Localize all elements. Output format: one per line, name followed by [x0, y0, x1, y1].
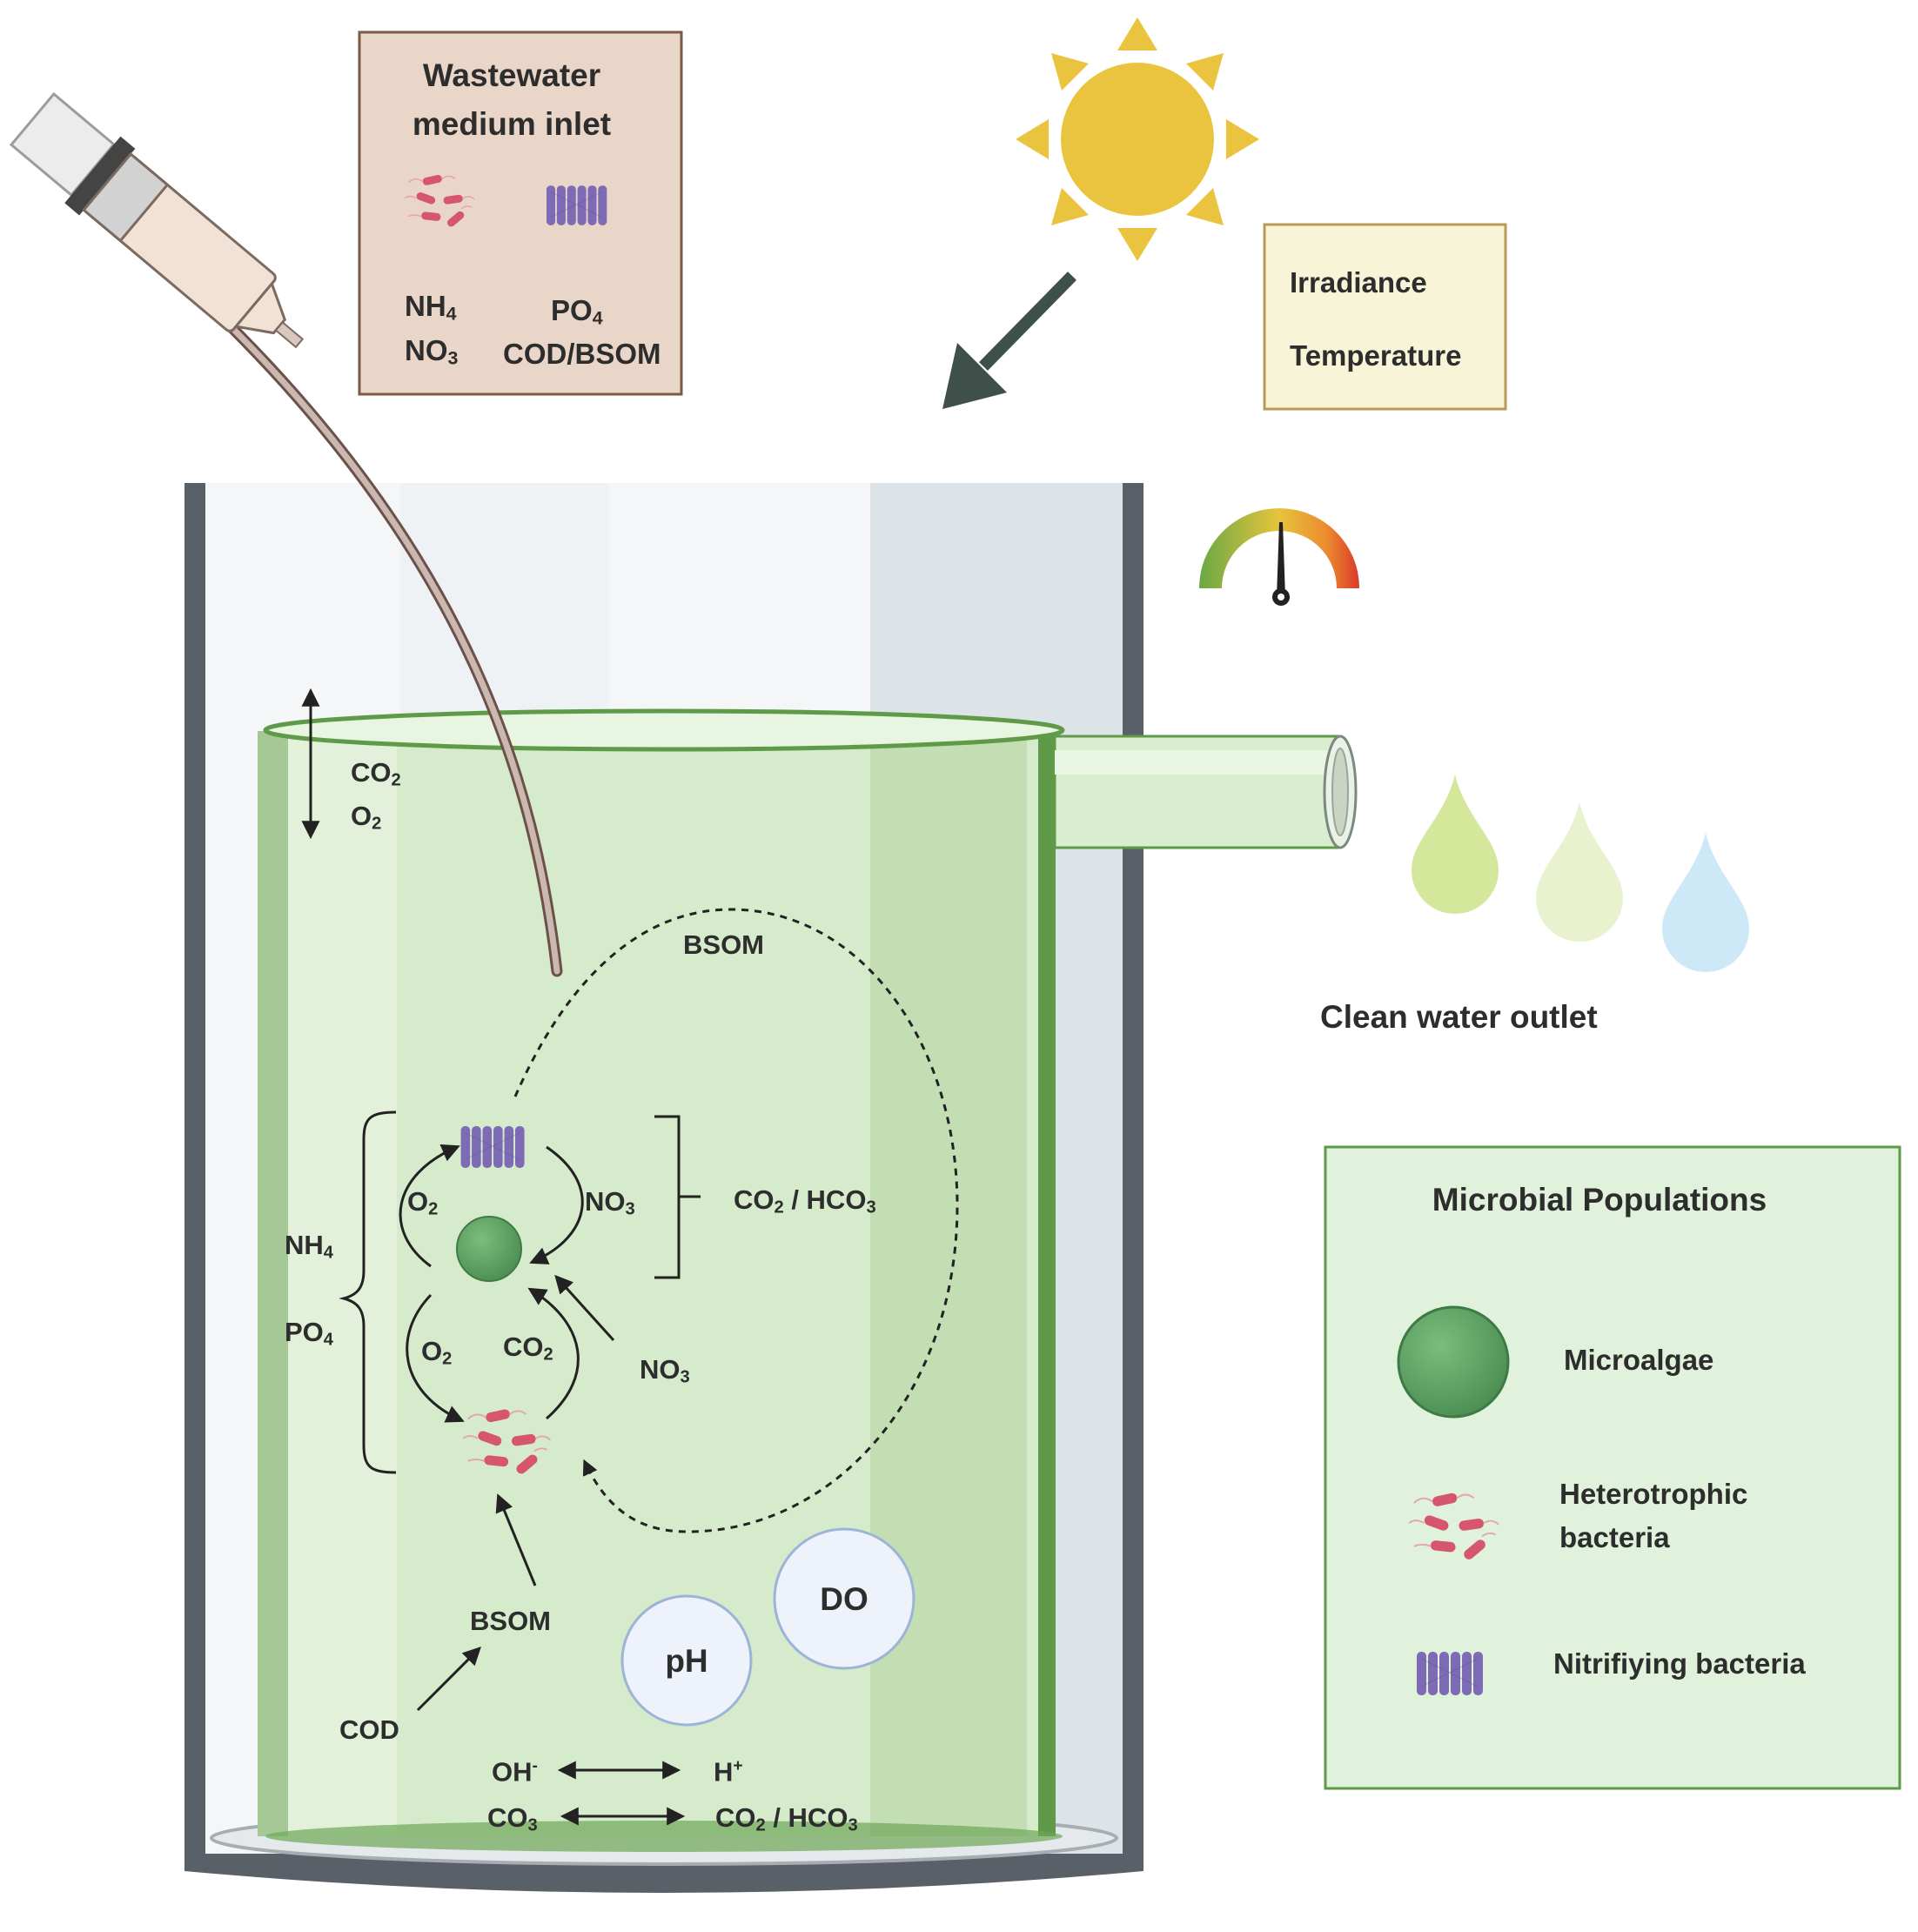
- inlet-cod-bsom: COD/BSOM: [503, 338, 661, 370]
- o2-lower-label: O2: [421, 1336, 453, 1369]
- ph-label: pH: [665, 1643, 708, 1679]
- conditions-box: [1263, 223, 1507, 411]
- temperature-label: Temperature: [1290, 339, 1462, 372]
- sunlight-arrow: [942, 272, 1076, 409]
- gas-co2-label: CO2: [351, 757, 401, 790]
- inlet-box: [358, 30, 683, 396]
- bsom-to-bacteria-arrow: [495, 1493, 537, 1587]
- do-label: DO: [820, 1581, 868, 1617]
- cod-label: COD: [339, 1714, 399, 1745]
- bsom-bottom-label: BSOM: [470, 1606, 551, 1636]
- inlet-box-title-line1: Wastewater: [422, 57, 601, 93]
- bsom-cycle-dashed-arrow: [513, 908, 959, 1533]
- no3-upper-label: NO3: [585, 1186, 635, 1219]
- co3-label: CO3: [487, 1802, 538, 1835]
- irradiance-label: Irradiance: [1290, 266, 1427, 299]
- legend-title: Microbial Populations: [1432, 1182, 1767, 1218]
- inlet-no3: NO3: [405, 334, 459, 369]
- inlet-nh4: NH4: [405, 290, 457, 325]
- outlet-tube: [1053, 735, 1358, 849]
- right-bracket: [654, 1115, 701, 1279]
- water-drops: [1412, 775, 1749, 972]
- legend-label-heterotrophic-line2: bacteria: [1559, 1521, 1670, 1553]
- h-label: H+: [714, 1756, 743, 1788]
- co2-lower-arrow: [527, 1287, 580, 1420]
- legend-label-heterotrophic-line1: Heterotrophic: [1559, 1478, 1748, 1510]
- cod-to-bsom-arrow: [416, 1647, 481, 1712]
- syringe-icon: [9, 91, 563, 977]
- drop-3: [1662, 833, 1749, 972]
- no3-lower-label: NO3: [640, 1354, 690, 1387]
- microalgae-icon: [456, 1216, 522, 1282]
- legend-label-microalgae: Microalgae: [1564, 1344, 1714, 1376]
- co2-lower-label: CO2: [503, 1332, 553, 1365]
- nh4-reactor-label: NH4: [285, 1230, 333, 1263]
- o2-upper-arrow: [399, 1144, 460, 1268]
- microalgae-icon: [1397, 1305, 1510, 1419]
- legend-label-nitrifying: Nitrifiying bacteria: [1553, 1647, 1806, 1680]
- inlet-po4: PO4: [551, 294, 603, 329]
- drop-1: [1412, 775, 1499, 914]
- gas-o2-label: O2: [351, 801, 382, 834]
- gauge-icon: [1199, 508, 1359, 606]
- left-brace: [339, 1110, 397, 1474]
- o2-lower-arrow: [406, 1293, 465, 1423]
- clean-water-outlet-label: Clean water outlet: [1320, 999, 1598, 1035]
- oh-label: OH-: [492, 1756, 538, 1788]
- ph-sensor: [620, 1594, 753, 1727]
- legend-box: [1324, 1145, 1901, 1790]
- no3-lower-arrow: [554, 1274, 615, 1342]
- co2-hco3-right-label: CO2 / HCO3: [734, 1184, 876, 1218]
- no3-upper-arrow: [529, 1145, 584, 1265]
- o2-upper-label: O2: [407, 1186, 439, 1219]
- drop-2: [1536, 802, 1623, 942]
- bsom-top-label: BSOM: [683, 929, 764, 960]
- sun-icon: [1016, 17, 1259, 261]
- po4-reactor-label: PO4: [285, 1317, 333, 1350]
- inlet-box-title-line2: medium inlet: [412, 106, 612, 142]
- co2-hco3-bottom-label: CO2 / HCO3: [715, 1802, 858, 1835]
- do-sensor: [773, 1527, 915, 1670]
